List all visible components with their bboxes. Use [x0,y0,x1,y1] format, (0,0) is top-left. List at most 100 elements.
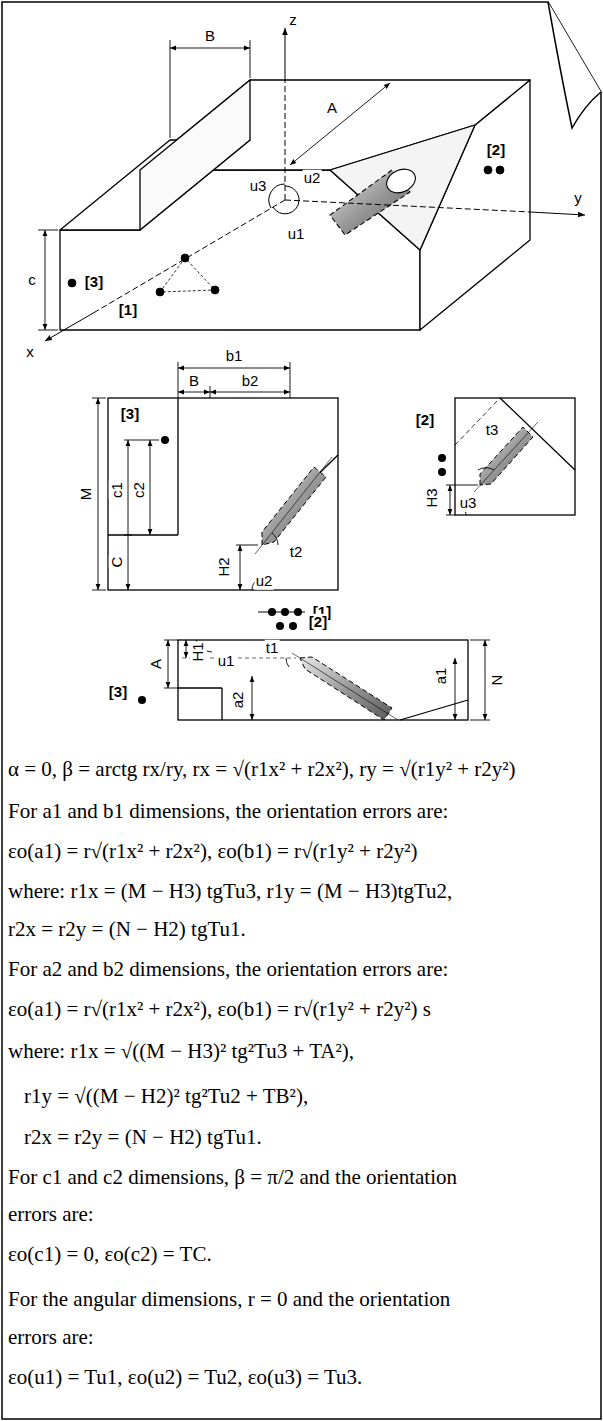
dimension-label: b2 [241,373,260,390]
top-view [400,700,468,720]
front-view-dimensions [236,545,258,546]
front-view [108,534,178,535]
surface-number: [3] [84,274,104,291]
dimension-label: u2 [255,573,274,590]
top-view-points [138,622,297,704]
dimension-label: y [573,190,583,207]
coordinate-axes [273,201,299,214]
formula-text: r2x = r2y = (N − H2) tgTu1. [8,918,246,941]
top-view [178,687,222,688]
top-view-dimensions [164,640,178,641]
dimension-label: a2 [230,691,247,710]
dimension-label: u3 [459,495,478,512]
dimension-label: u2 [303,170,322,187]
front-view-dimensions [178,362,179,398]
dimension-label: H1 [190,641,207,662]
isometric-part [60,80,530,330]
side-view-points [438,468,446,476]
coordinate-axes [95,200,285,312]
isometric-part [140,80,250,230]
front-view [108,398,338,590]
surface-number: [3] [120,406,140,423]
dimension-lines [45,230,46,330]
front-view-dimensions [210,392,290,393]
surface-number: [3] [108,684,128,701]
formula-text: errors are: [8,1203,94,1226]
dimension-label: M [78,487,95,502]
dimension-label: N [489,674,506,687]
coordinate-axes [285,200,530,212]
front-view-points [268,608,276,616]
front-view-points [281,608,289,616]
front-view-dimensions [128,440,129,590]
front-view-dimensions [272,533,278,545]
dimension-lines [38,40,390,330]
front-view-dimensions [290,362,291,398]
front-view-dimensions [124,535,132,536]
front-view-dimensions [92,590,106,591]
side-view-points [438,454,446,462]
dimension-label: A [148,658,165,670]
dimension-label: z [288,12,298,29]
top-view [178,640,468,720]
formula-text: For a2 and b2 dimensions, the orientatio… [8,958,448,981]
front-view [177,398,178,535]
formula-text: r1y = √((M − H2)² tg²Tu2 + TB²), [24,1085,308,1108]
dimension-label: H3 [424,487,441,508]
dimension-lines [290,83,390,165]
isometric-part [330,125,475,250]
dimension-label: x [25,344,35,361]
page-frame [548,2,601,128]
dimension-label: B [204,28,216,45]
dimension-lines [170,40,171,138]
dimension-label: c [27,272,37,289]
dimension-label: u1 [217,653,236,670]
front-view-dimensions [150,440,151,535]
top-view [221,688,222,720]
surface-number: [2] [486,142,506,159]
formula-text: εo(a1) = r√(r1x² + r2x²), εo(b1) = r√(r1… [8,840,417,863]
front-view-dimensions [92,398,106,399]
dimension-label: a1 [433,667,450,686]
top-view-dimensions [252,676,253,720]
coordinate-axes [285,28,286,80]
top-view-points [138,696,146,704]
side-view-dimensions [450,485,451,515]
top-view [292,653,398,720]
front-view-dimensions [92,362,290,590]
dimension-label: c2 [131,481,148,499]
side-view-dimensions [478,468,494,470]
dimension-label: c1 [109,481,126,499]
coordinate-axes [45,312,95,341]
hole [330,165,419,235]
formula-text: For a1 and b1 dimensions, the orientatio… [8,800,448,823]
side-view-dimensions [446,485,478,486]
formula-text: r2x = r2y = (N − H2) tgTu1. [24,1126,262,1149]
front-view-dimensions [178,368,290,369]
formula-text: εo(a1) = r√(r1x² + r2x²), εo(b1) = r√(r1… [8,998,431,1021]
dimension-label: B [188,373,200,390]
formula-text: For the angular dimensions, r = 0 and th… [8,1288,450,1311]
surface-number: [1] [118,302,138,319]
top-view-dimensions [455,658,456,720]
side-view-dimensions [446,468,494,515]
formula-text: For c1 and c2 dimensions, β = π/2 and th… [8,1166,457,1189]
locating-points [160,258,215,292]
side-view [455,398,575,515]
dimension-label: t3 [485,422,500,439]
dimension-lines [250,40,251,78]
front-view-dimensions [240,545,241,590]
coordinate-axes [269,184,285,208]
top-view-dimensions [186,640,187,658]
coordinate-axes [285,80,286,200]
top-view [178,640,468,720]
top-view-dimensions [470,720,490,721]
dimension-label: H2 [216,556,233,577]
surface-number: [2] [308,614,328,631]
coordinate-axes [530,212,585,215]
front-view-dimensions [98,398,99,590]
